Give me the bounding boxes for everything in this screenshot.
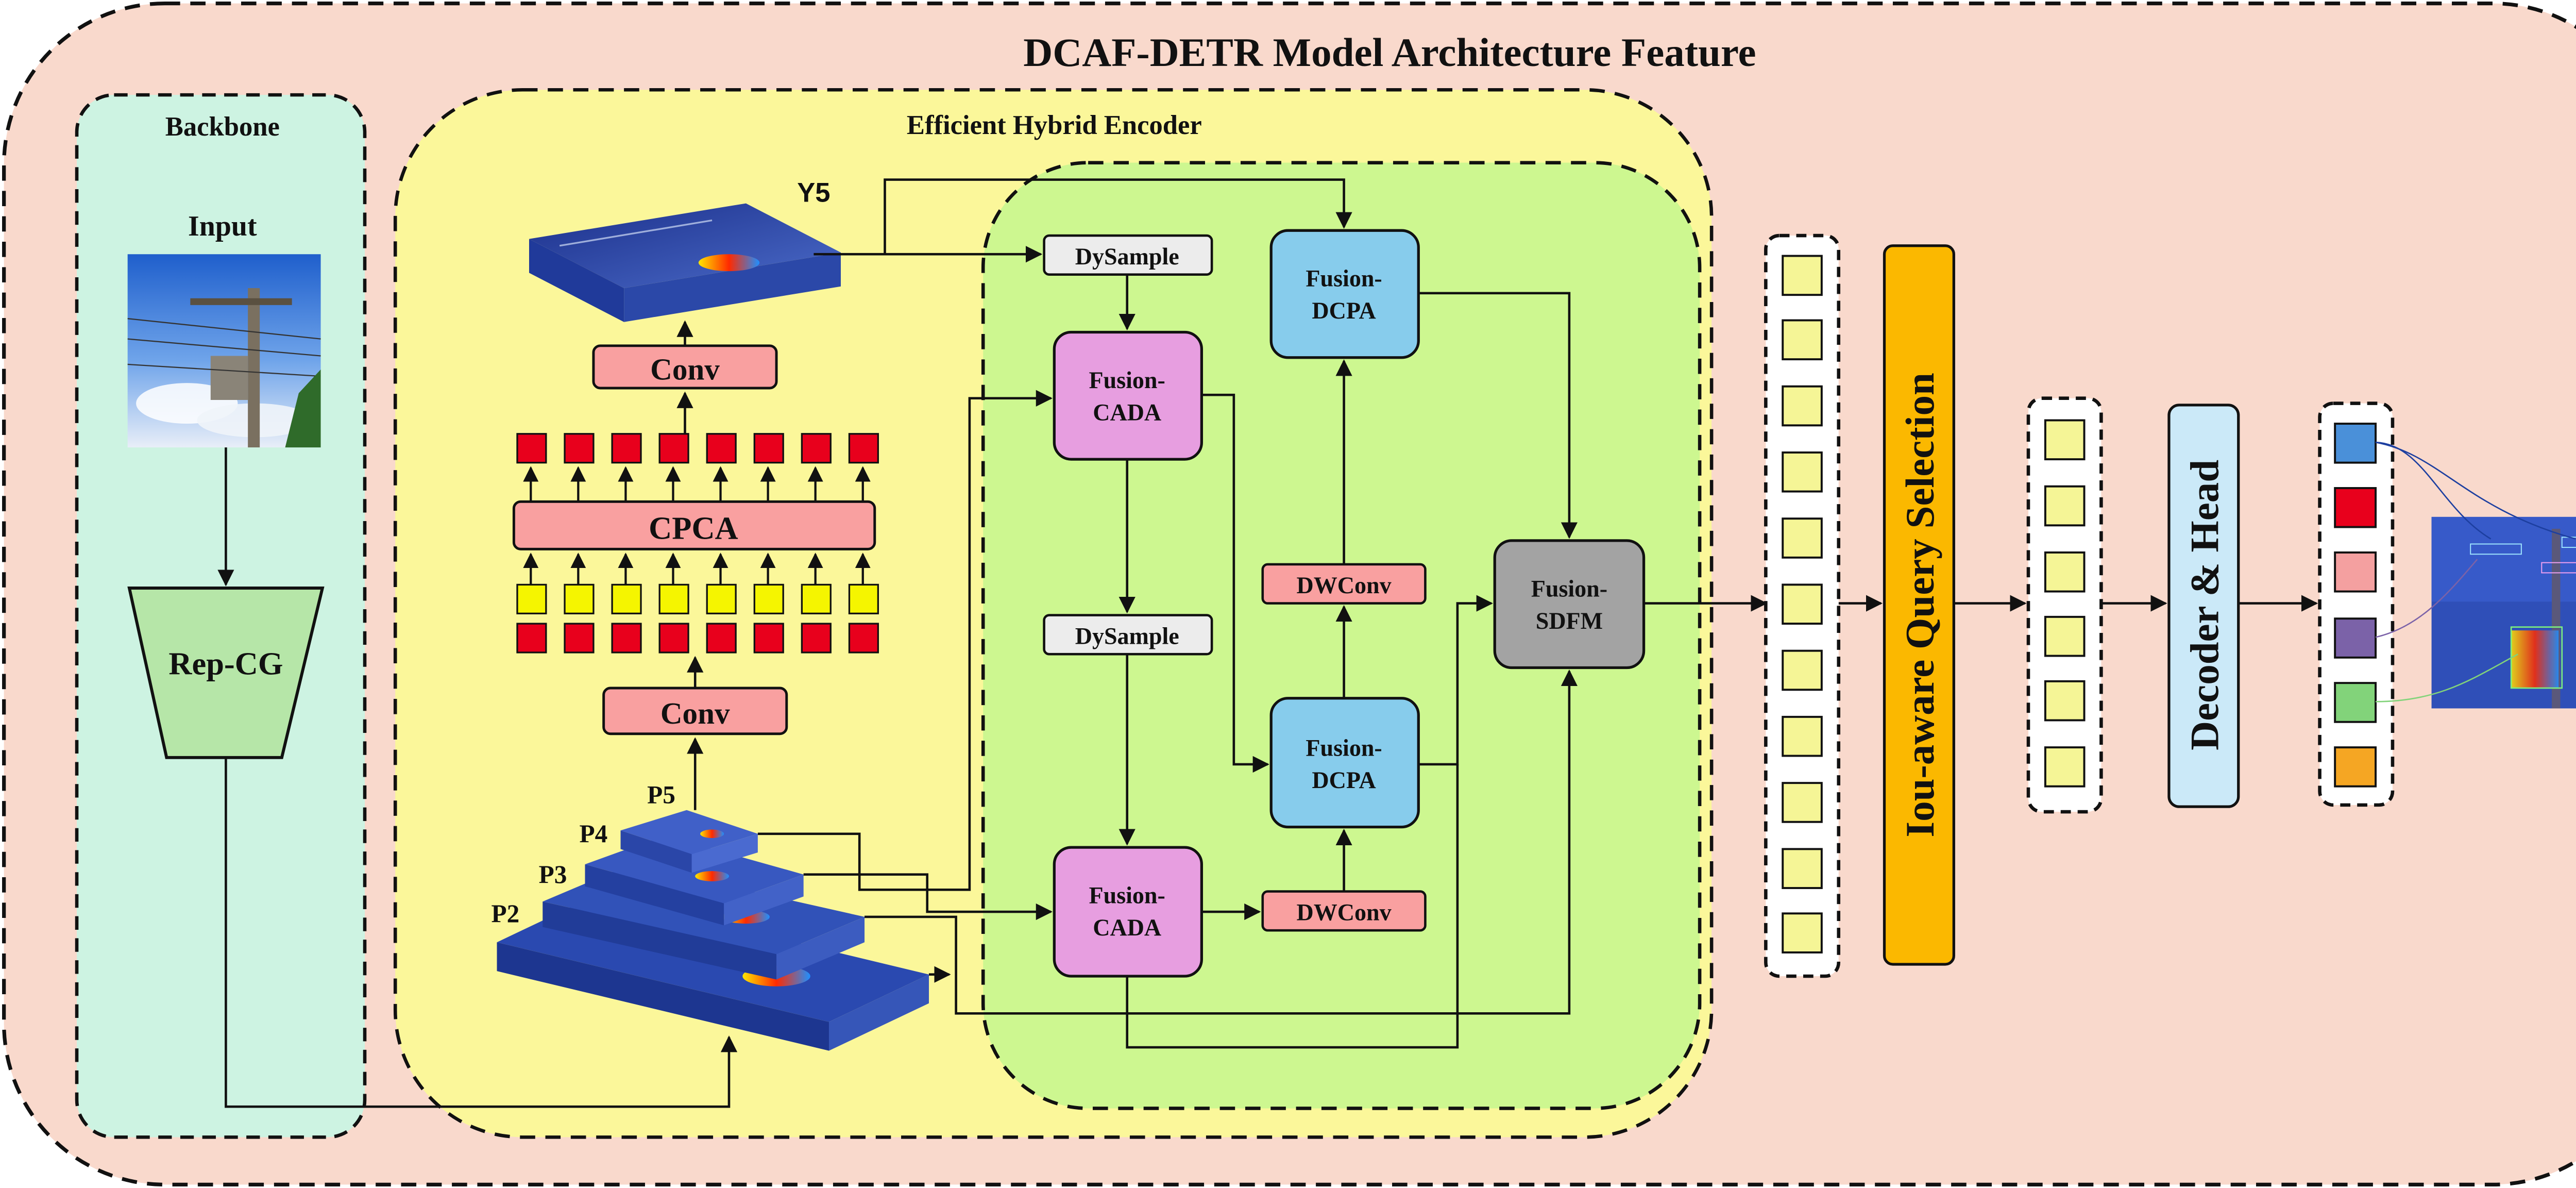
fusion-cada-top-label-line1: Fusion- xyxy=(1089,367,1165,393)
conv-bottom-label: Conv xyxy=(660,696,730,730)
fusion-cada-bottom-block xyxy=(1053,846,1204,978)
fusion-dcpa-mid-label-line1: Fusion- xyxy=(1306,735,1382,761)
dysample-top-label: DySample xyxy=(1075,243,1179,270)
fusion-dcpa-mid-block xyxy=(1269,697,1420,829)
decoder-head-block xyxy=(2167,404,2240,808)
feature-pyramid xyxy=(497,810,929,1051)
p4-label: P4 xyxy=(580,819,608,848)
backbone-label: Backbone xyxy=(165,112,280,142)
selected-token-squares xyxy=(2044,419,2086,788)
output-detection-image xyxy=(2431,516,2576,709)
p2-label: P2 xyxy=(492,899,520,928)
output-square-1 xyxy=(2334,423,2377,464)
token-row-yellow xyxy=(516,583,879,614)
output-square-2 xyxy=(2334,487,2377,528)
fusion-cada-bottom-label-line2: CADA xyxy=(1093,914,1161,941)
fusion-dcpa-top-label-line1: Fusion- xyxy=(1306,265,1382,292)
rep-cg-label: Rep-CG xyxy=(168,646,283,682)
output-link-curves xyxy=(2375,441,2576,702)
output-square-3 xyxy=(2334,551,2377,593)
query-token-squares xyxy=(1782,255,1823,953)
output-square-5 xyxy=(2334,682,2377,723)
y5-label: Y5 xyxy=(797,177,830,208)
cpca-label: CPCA xyxy=(649,510,738,546)
y5-feature-map xyxy=(529,203,841,322)
fusion-sdfm-label-line2: SDFM xyxy=(1536,608,1603,634)
output-square-4 xyxy=(2334,617,2377,659)
input-image xyxy=(127,254,321,448)
token-row-red-top xyxy=(516,433,879,464)
fusion-sdfm-label-line1: Fusion- xyxy=(1531,575,1607,601)
fusion-dcpa-top-label-line2: DCPA xyxy=(1312,297,1376,324)
dwconv-top-label: DWConv xyxy=(1297,572,1392,598)
diagram-title: DCAF-DETR Model Architecture Feature xyxy=(1023,30,1756,75)
connector-lines xyxy=(217,178,2318,1108)
dwconv-bottom-label: DWConv xyxy=(1297,899,1392,925)
fusion-cada-top-block xyxy=(1053,330,1204,461)
query-selection-label: Iou-aware Query Selection xyxy=(1898,373,1943,837)
dysample-mid-label: DySample xyxy=(1075,623,1179,649)
fusion-cada-top-label-line2: CADA xyxy=(1093,399,1161,425)
rep-cg-block xyxy=(127,587,325,759)
encoder-label: Efficient Hybrid Encoder xyxy=(907,110,1202,140)
fusion-sdfm-block xyxy=(1493,539,1646,670)
cpca-block xyxy=(512,500,876,550)
input-label: Input xyxy=(188,210,257,242)
cpca-arrows xyxy=(523,466,871,585)
fusion-dcpa-mid-label-line2: DCPA xyxy=(1312,767,1376,793)
fusion-cada-bottom-label-line1: Fusion- xyxy=(1089,882,1165,909)
p3-label: P3 xyxy=(539,860,567,889)
p5-label: P5 xyxy=(647,781,675,809)
query-selection-block xyxy=(1883,244,1955,966)
conv-bottom-block xyxy=(602,687,788,735)
conv-top-label: Conv xyxy=(650,353,720,387)
output-square-6 xyxy=(2334,746,2377,788)
token-row-red-bottom xyxy=(516,623,879,654)
dysample-mid-block xyxy=(1043,614,1213,656)
fusion-dcpa-top-block xyxy=(1269,229,1420,359)
decoder-head-label: Decoder & Head xyxy=(2182,460,2227,750)
output-token-squares xyxy=(2334,423,2377,788)
